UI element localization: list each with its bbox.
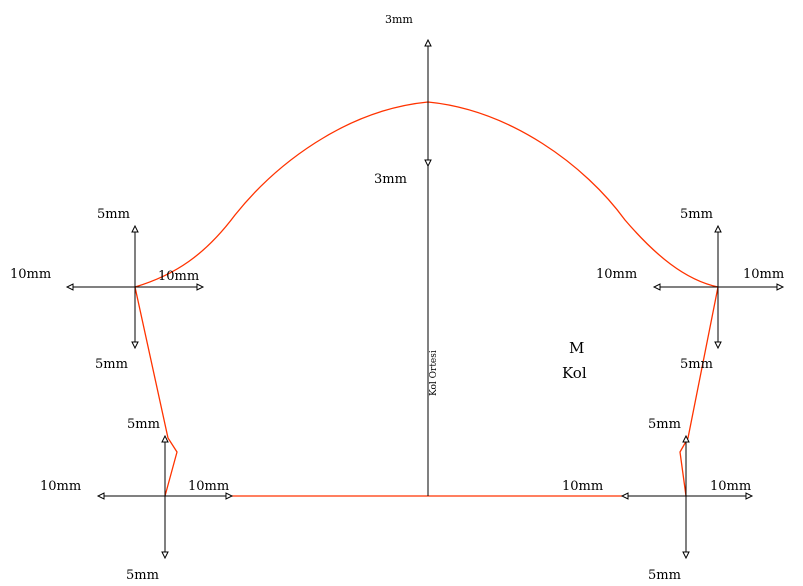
grade-point-lower-right: 5mm 5mm 10mm 10mm: [562, 417, 754, 583]
lower-left-right-label: 10mm: [188, 479, 229, 494]
center-axis-top-label: 3mm: [385, 13, 413, 26]
upper-right-down-label: 5mm: [680, 357, 713, 372]
upper-left-left-label: 10mm: [10, 267, 51, 282]
lower-right-up-label: 5mm: [648, 417, 681, 432]
grade-point-lower-left: 5mm 5mm 10mm 10mm: [40, 417, 234, 583]
center-axis-top-arrow: [424, 38, 432, 47]
center-axis-mid-arrow: [424, 159, 432, 168]
grade-point-upper-right: 5mm 5mm 10mm 10mm: [596, 207, 784, 372]
lower-right-left-label: 10mm: [562, 479, 603, 494]
sleeve-right-side-seam: [679, 286, 719, 497]
sleeve-cap-curve: [134, 101, 719, 288]
lower-right-down-label: 5mm: [648, 568, 681, 583]
center-axis-mid-label: 3mm: [374, 172, 407, 187]
pattern-size-label: M: [569, 339, 584, 357]
lower-left-left-label: 10mm: [40, 479, 81, 494]
lower-left-down-label: 5mm: [126, 568, 159, 583]
grain-line-label: Kol Ortesi: [429, 350, 439, 396]
upper-left-up-label: 5mm: [97, 207, 130, 222]
lower-left-up-label: 5mm: [127, 417, 160, 432]
lower-right-right-label: 10mm: [710, 479, 751, 494]
sleeve-left-side-seam: [134, 286, 178, 497]
pattern-piece-label: Kol: [562, 364, 587, 382]
upper-right-right-label: 10mm: [743, 267, 784, 282]
upper-left-right-label: 10mm: [158, 269, 199, 284]
grade-point-upper-left: 5mm 5mm 10mm 10mm: [10, 207, 205, 372]
upper-right-up-label: 5mm: [680, 207, 713, 222]
upper-right-left-label: 10mm: [596, 267, 637, 282]
upper-left-down-label: 5mm: [95, 357, 128, 372]
